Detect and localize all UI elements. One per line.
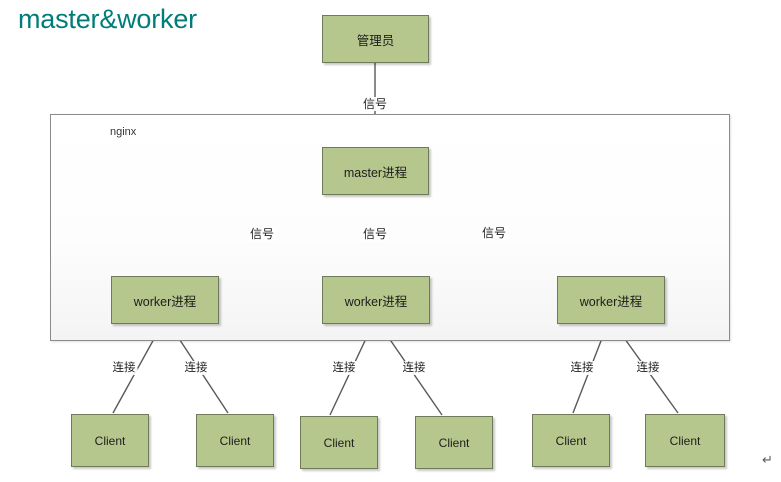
paragraph-mark: ↵ [762, 452, 773, 467]
page-title: master&worker [18, 4, 197, 34]
node-client4[interactable]: Client [415, 416, 493, 469]
edge-label-client2-worker1: 连接 [182, 361, 210, 375]
node-master[interactable]: master进程 [322, 147, 429, 195]
edge-label-client3-worker2: 连接 [330, 361, 358, 375]
edge-label-master-worker3: 信号 [479, 226, 509, 240]
node-worker1[interactable]: worker进程 [111, 276, 219, 324]
node-client5[interactable]: Client [532, 414, 610, 467]
node-client2[interactable]: Client [196, 414, 274, 467]
edge-label-master-worker1: 信号 [247, 227, 277, 241]
edge-label-client5-worker3: 连接 [568, 361, 596, 375]
node-worker3[interactable]: worker进程 [557, 276, 665, 324]
node-client1[interactable]: Client [71, 414, 149, 467]
node-admin[interactable]: 管理员 [322, 15, 429, 63]
edge-label-client4-worker2: 连接 [400, 361, 428, 375]
node-client6[interactable]: Client [645, 414, 725, 467]
edge-label-client6-worker3: 连接 [634, 361, 662, 375]
edge-label-client1-worker1: 连接 [110, 361, 138, 375]
edge-label-master-worker2: 信号 [360, 227, 390, 241]
node-client3[interactable]: Client [300, 416, 378, 469]
edge-label-admin-master: 信号 [360, 97, 390, 111]
container-nginx-label: nginx [110, 126, 137, 138]
node-worker2[interactable]: worker进程 [322, 276, 430, 324]
